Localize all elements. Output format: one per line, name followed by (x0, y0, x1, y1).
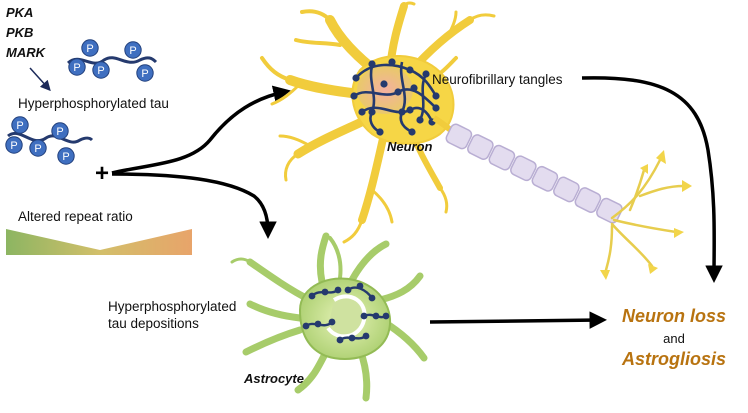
svg-text:P: P (97, 65, 104, 77)
neuron-label: Neuron (387, 139, 433, 154)
phosphate-icon: P (68, 58, 86, 76)
astrocyte-label: Astrocyte (244, 371, 304, 386)
svg-text:P: P (34, 143, 41, 155)
myelin-segment-icon (574, 187, 602, 213)
svg-text:P: P (62, 151, 69, 163)
myelin-segment-icon (553, 176, 580, 203)
myelin-segment-icon (510, 155, 537, 182)
hyperphosphorylated-tau-label: Hyperphosphorylated tau (18, 96, 169, 111)
myelin-segment-icon (445, 123, 473, 150)
svg-text:P: P (56, 126, 63, 138)
svg-text:P: P (73, 62, 80, 74)
kinase-label-pkb: PKB (6, 25, 34, 40)
myelin-segment-icon (467, 134, 494, 160)
outcome-astrogliosis: Astrogliosis (621, 349, 727, 369)
kinase-arrow-icon (29, 67, 51, 92)
svg-text:P: P (141, 68, 148, 80)
myelin-segment-icon (531, 165, 559, 192)
phosphate-icon: P (92, 61, 110, 79)
tau-depositions-label-line1: Hyperphosphorylated (108, 299, 237, 314)
phosphate-icon: P (136, 64, 154, 82)
neurofibrillary-tangles-label: Neurofibrillary tangles (432, 72, 563, 87)
phosphate-icon: P (57, 147, 75, 165)
arrow-astrocyte-to-outcome-icon (429, 311, 607, 329)
phosphate-icon: P (124, 41, 142, 59)
plus-sign: + (95, 160, 109, 187)
svg-text:P: P (10, 140, 17, 152)
tau-depositions-label-line2: tau depositions (108, 316, 199, 331)
arrow-to-neuron-icon (111, 85, 291, 175)
phosphate-icon: P (29, 139, 47, 157)
kinase-label-pka: PKA (6, 5, 34, 20)
phosphate-icon: P (51, 122, 69, 140)
tau-chain-icon (66, 56, 158, 65)
astrocyte-icon (230, 232, 428, 402)
svg-text:P: P (86, 43, 93, 55)
arrow-tangles-to-outcome-icon (581, 76, 723, 283)
kinase-label-mark: MARK (6, 45, 45, 60)
svg-text:P: P (16, 120, 23, 132)
outcome-and: and (663, 331, 685, 346)
altered-repeat-ratio-label: Altered repeat ratio (18, 209, 133, 224)
svg-text:P: P (129, 45, 136, 57)
myelin-segment-icon (488, 144, 516, 171)
phosphate-icon: P (81, 39, 99, 57)
outcome-neuron-loss: Neuron loss (621, 306, 727, 326)
tau-deposition-icon (302, 282, 390, 344)
arrow-to-astrocyte-icon (111, 172, 277, 239)
neurofibrillary-tangle-icon (350, 58, 440, 136)
phosphate-icon: P (11, 116, 29, 134)
phosphate-icon: P (5, 136, 23, 154)
neuron-icon (260, 1, 692, 280)
gradient-wedge-icon (6, 229, 192, 255)
